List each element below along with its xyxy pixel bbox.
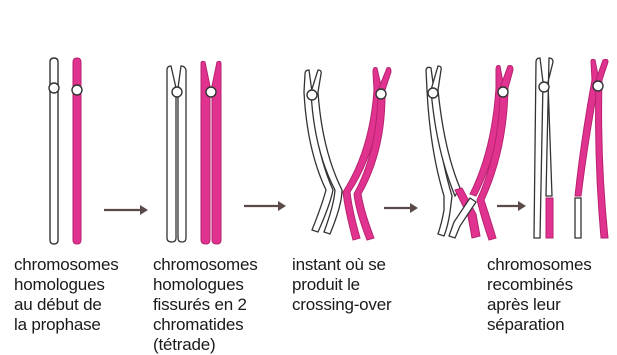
caption-stage-2: chromosomes homologues fissurés en 2 chr… <box>153 255 258 355</box>
stage-3-chromosomes <box>304 68 391 241</box>
centromere-circle-icon <box>428 88 438 98</box>
right-arrow-icon <box>104 205 148 215</box>
right-arrow-icon <box>384 203 418 213</box>
centromere-circle-icon <box>539 82 549 92</box>
centromere-circle-icon <box>498 87 508 97</box>
stage-1-chromosomes <box>49 58 82 244</box>
centromere-circle-icon <box>206 87 216 97</box>
centromere-circle-icon <box>49 83 59 93</box>
chromatid-white-right <box>546 58 553 196</box>
caption-stage-5: chromosomes recombinés après leur sépara… <box>487 255 592 335</box>
centromere-circle-icon <box>376 89 386 99</box>
stage-2-chromosomes <box>167 61 221 244</box>
recombined-segment-white <box>575 198 581 238</box>
caption-stage-3: instant où se produit le crossing-over <box>292 255 391 315</box>
right-arrow-icon <box>244 201 286 211</box>
centromere-circle-icon <box>593 81 603 91</box>
centromere-circle-icon <box>72 85 82 95</box>
centromere-circle-icon <box>172 87 182 97</box>
caption-stage-1: chromosomes homologues au début de la pr… <box>14 255 119 335</box>
right-arrow-icon <box>497 201 526 211</box>
stage-4-chromosomes <box>426 66 513 241</box>
recombined-segment-magenta <box>546 198 553 238</box>
stage-5-chromosomes <box>534 58 608 238</box>
centromere-circle-icon <box>307 90 317 100</box>
